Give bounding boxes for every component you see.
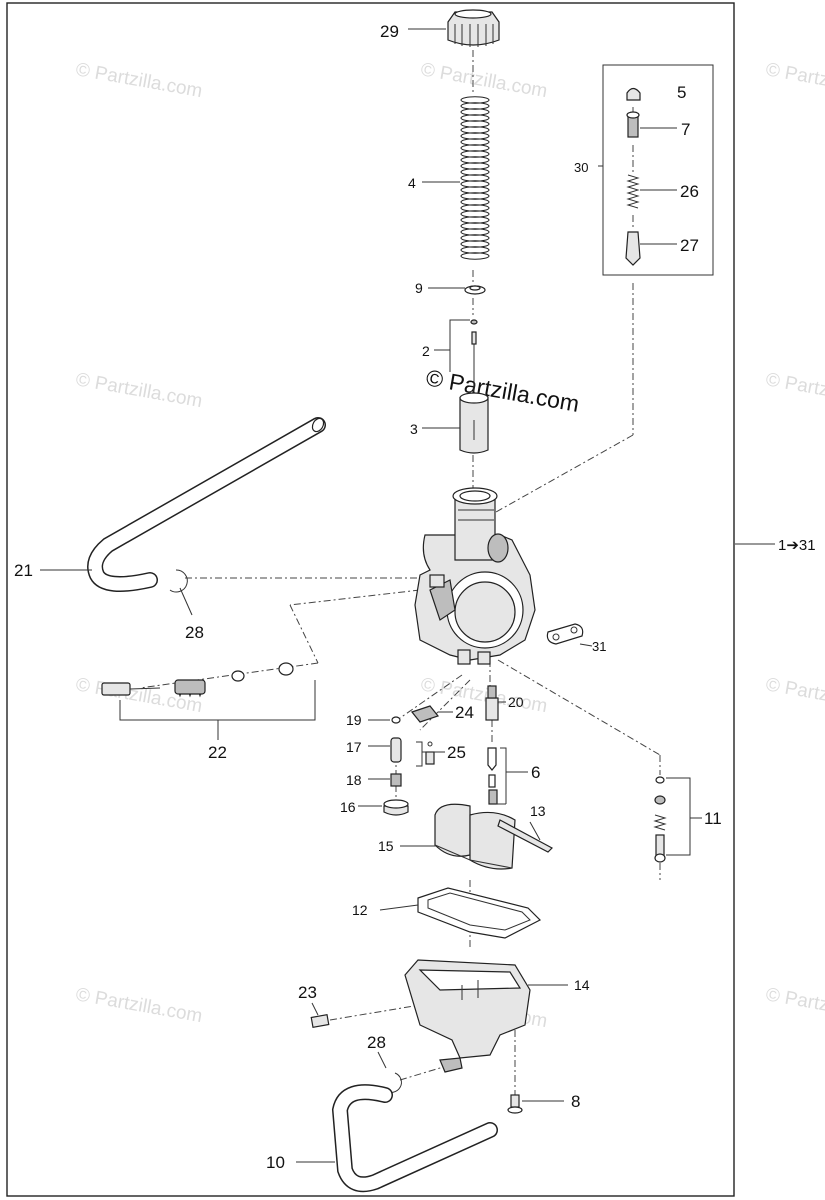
part-8-screw xyxy=(507,1094,523,1114)
diagram-frame xyxy=(6,2,735,1197)
callout-29: 29 xyxy=(380,22,399,41)
callout-5: 5 xyxy=(677,83,686,102)
callout-25: 25 xyxy=(447,743,466,762)
callout-6: 6 xyxy=(531,763,540,782)
part-24-seat xyxy=(410,705,440,723)
leader-lines xyxy=(40,28,775,1163)
center-watermark: © Partzilla.com xyxy=(424,364,581,417)
watermark: © Partzilla.com xyxy=(419,59,549,102)
part-22-pilot-screw-group xyxy=(101,662,294,698)
callout-labels: 29 5 7 30 26 27 4 9 2 3 21 28 31 22 24 2… xyxy=(14,22,816,1172)
callout-16: 16 xyxy=(340,799,356,815)
assembly-reference: 1➔31 xyxy=(778,537,816,554)
part-9-clip xyxy=(464,285,486,295)
part-19-oring xyxy=(391,716,401,724)
part-15-float xyxy=(434,803,516,870)
callout-13: 13 xyxy=(530,803,546,819)
part-25-screw xyxy=(425,741,435,765)
callout-4: 4 xyxy=(408,175,416,191)
callout-26: 26 xyxy=(680,182,699,201)
callout-14: 14 xyxy=(574,977,590,993)
callout-21: 21 xyxy=(14,561,33,580)
part-11-screw-set xyxy=(653,776,667,863)
callout-31: 31 xyxy=(592,639,606,654)
callout-8: 8 xyxy=(571,1092,580,1111)
callout-20: 20 xyxy=(508,694,524,710)
callout-28-upper: 28 xyxy=(185,623,204,642)
callout-24: 24 xyxy=(455,703,474,722)
watermark: © Partzilla.com xyxy=(764,369,825,412)
part-29-cap xyxy=(447,9,500,47)
watermark: © Partzilla.com xyxy=(764,674,825,717)
part-16-washer xyxy=(383,799,409,816)
callout-2: 2 xyxy=(422,343,430,359)
watermark: © Partzilla.com xyxy=(764,59,825,102)
callout-9: 9 xyxy=(415,280,423,296)
centerlines xyxy=(139,50,661,1095)
part-13-float-pin xyxy=(497,819,553,853)
part-6-needle-valve xyxy=(487,747,498,805)
callout-7: 7 xyxy=(681,120,690,139)
watermark: © Partzilla.com xyxy=(764,984,825,1027)
part-17-jet xyxy=(390,737,402,763)
callout-19: 19 xyxy=(346,712,362,728)
part-12-gasket xyxy=(417,887,542,939)
callout-17: 17 xyxy=(346,739,362,755)
callout-27: 27 xyxy=(680,236,699,255)
watermark: © Partzilla.com xyxy=(419,674,549,717)
callout-22: 22 xyxy=(208,743,227,762)
callout-3: 3 xyxy=(410,421,418,437)
callout-28-lower: 28 xyxy=(367,1033,386,1052)
part-28-clamp xyxy=(169,569,188,593)
carburetor-body xyxy=(414,487,536,665)
part-3-throttle-valve xyxy=(459,392,489,454)
callout-11: 11 xyxy=(704,809,722,828)
callout-23: 23 xyxy=(298,983,317,1002)
watermark: © Partzilla.com xyxy=(74,59,204,102)
watermark: © Partzilla.com xyxy=(74,984,204,1027)
callout-18: 18 xyxy=(346,772,362,788)
part-20-main-jet xyxy=(485,685,499,721)
part-10-drain-hose xyxy=(331,1084,498,1193)
watermark: © Partzilla.com xyxy=(74,369,204,412)
part-4-spring xyxy=(460,96,490,260)
part-21-hose xyxy=(87,417,326,592)
callout-15: 15 xyxy=(378,838,394,854)
part-14-float-bowl xyxy=(404,959,531,1073)
callout-10: 10 xyxy=(266,1153,285,1172)
part-31-plate xyxy=(546,623,584,645)
callout-30: 30 xyxy=(574,160,588,175)
callout-12: 12 xyxy=(352,902,368,918)
part-18-spring xyxy=(390,773,402,787)
part-2-needle xyxy=(470,319,478,392)
part-30-group xyxy=(602,64,714,276)
part-23-drain-screw xyxy=(310,1013,330,1029)
